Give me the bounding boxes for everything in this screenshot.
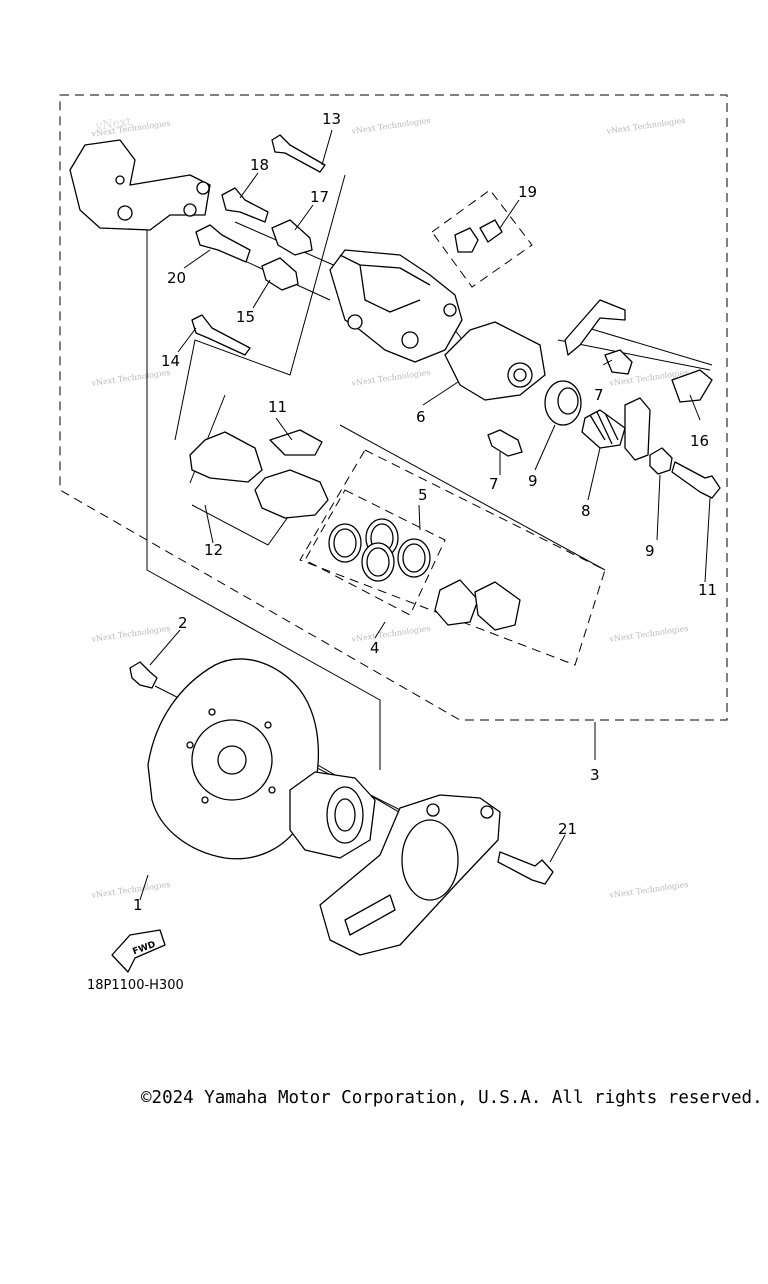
bolt-7-upper — [604, 349, 633, 375]
callout-6: 6 — [416, 408, 426, 426]
svg-text:vNext Technologies: vNext Technologies — [90, 368, 171, 388]
callout-15: 17 — [310, 188, 329, 206]
watermark: vNext Technologies — [350, 368, 431, 388]
svg-text:vNext Technologies: vNext Technologies — [90, 624, 171, 644]
callout-20: 16 — [690, 432, 709, 450]
pin-18 — [195, 224, 251, 263]
callout-10: 9 — [645, 542, 655, 560]
bolt-11 — [671, 461, 721, 499]
bleed-screw-border — [431, 189, 533, 288]
brake-pad-13-right — [254, 469, 329, 519]
callout-2: 2 — [178, 614, 188, 632]
callout-14-top: 13 — [322, 110, 341, 128]
retainer-plate — [624, 397, 651, 461]
callout-7-lower: 7 — [489, 475, 499, 493]
watermark: vNext Technologies — [90, 368, 171, 388]
callout-17: 15 — [236, 308, 255, 326]
callout-13: 12 — [204, 541, 223, 559]
caliper-half-6 — [444, 321, 546, 401]
svg-text:vNext: vNext — [94, 114, 133, 133]
nut-10 — [649, 447, 673, 475]
fwd-arrow-icon: FWD — [111, 929, 166, 973]
leader-lines — [146, 174, 713, 831]
caliper-mount-bracket — [319, 794, 501, 956]
callout-1: 1 — [133, 896, 143, 914]
watermark: vNext Technologies — [350, 116, 431, 136]
pistons-4 — [434, 579, 521, 631]
caliper-body — [329, 249, 463, 363]
callout-5: 5 — [418, 486, 428, 504]
svg-text:vNext Technologies: vNext Technologies — [608, 880, 689, 900]
part-code-label: 18P1100-H300 — [87, 978, 184, 993]
callout-7-upper: 7 — [594, 386, 604, 404]
callout-12: 11 — [268, 398, 287, 416]
watermark: vNext Technologies — [608, 624, 689, 644]
seals-5 — [328, 518, 431, 582]
callout-3: 3 — [590, 766, 600, 784]
piston-9 — [544, 380, 582, 426]
callouts: 13 18 17 19 20 15 14 11 6 7 16 7 9 8 5 1… — [133, 110, 717, 914]
pin-16 — [221, 187, 269, 223]
piston-kit-border — [299, 449, 606, 666]
callout-9: 9 — [528, 472, 538, 490]
callout-19: 19 — [518, 183, 537, 201]
boot-17 — [261, 257, 299, 291]
callout-leaders — [139, 129, 711, 901]
callout-8: 8 — [581, 502, 591, 520]
svg-text:vNext Technologies: vNext Technologies — [608, 624, 689, 644]
watermark: vNext Technologies — [90, 880, 171, 900]
callout-11: 11 — [698, 581, 717, 599]
svg-text:vNext Technologies: vNext Technologies — [350, 116, 431, 136]
caliper-bracket-upper — [69, 139, 211, 231]
watermark: vNext Technologies — [350, 624, 431, 644]
wheel-hub — [289, 771, 376, 859]
caliper-assembly-border — [59, 94, 728, 721]
callout-18: 20 — [167, 269, 186, 287]
bushing-15 — [271, 219, 313, 256]
callout-16: 18 — [250, 156, 269, 174]
brake-pad-13-left — [189, 431, 263, 483]
svg-text:vNext Technologies: vNext Technologies — [90, 880, 171, 900]
svg-text:vNext Technologies: vNext Technologies — [350, 624, 431, 644]
pin-14-lower — [191, 314, 251, 356]
bolt-2 — [129, 661, 158, 689]
brake-disc-1 — [147, 658, 319, 860]
bleed-screw-19 — [454, 219, 503, 253]
hanger-bracket — [564, 299, 626, 356]
svg-text:vNext Technologies: vNext Technologies — [605, 116, 686, 136]
spring-20 — [671, 369, 713, 403]
pin-14-top — [271, 134, 326, 173]
watermark: vNext vNext Technologies — [90, 114, 171, 139]
pad-spring-12 — [269, 429, 323, 456]
callout-14-lower: 14 — [161, 352, 180, 370]
spring-8 — [581, 409, 626, 449]
callout-21: 21 — [558, 820, 577, 838]
callout-4: 4 — [370, 639, 380, 657]
svg-text:vNext Technologies: vNext Technologies — [350, 368, 431, 388]
watermark: vNext Technologies — [90, 624, 171, 644]
copyright-notice: ©2024 Yamaha Motor Corporation, U.S.A. A… — [141, 1088, 763, 1108]
bolt-21 — [497, 851, 554, 885]
watermark: vNext Technologies — [608, 880, 689, 900]
watermark: vNext Technologies — [605, 116, 686, 136]
bolt-7-lower — [487, 429, 523, 457]
